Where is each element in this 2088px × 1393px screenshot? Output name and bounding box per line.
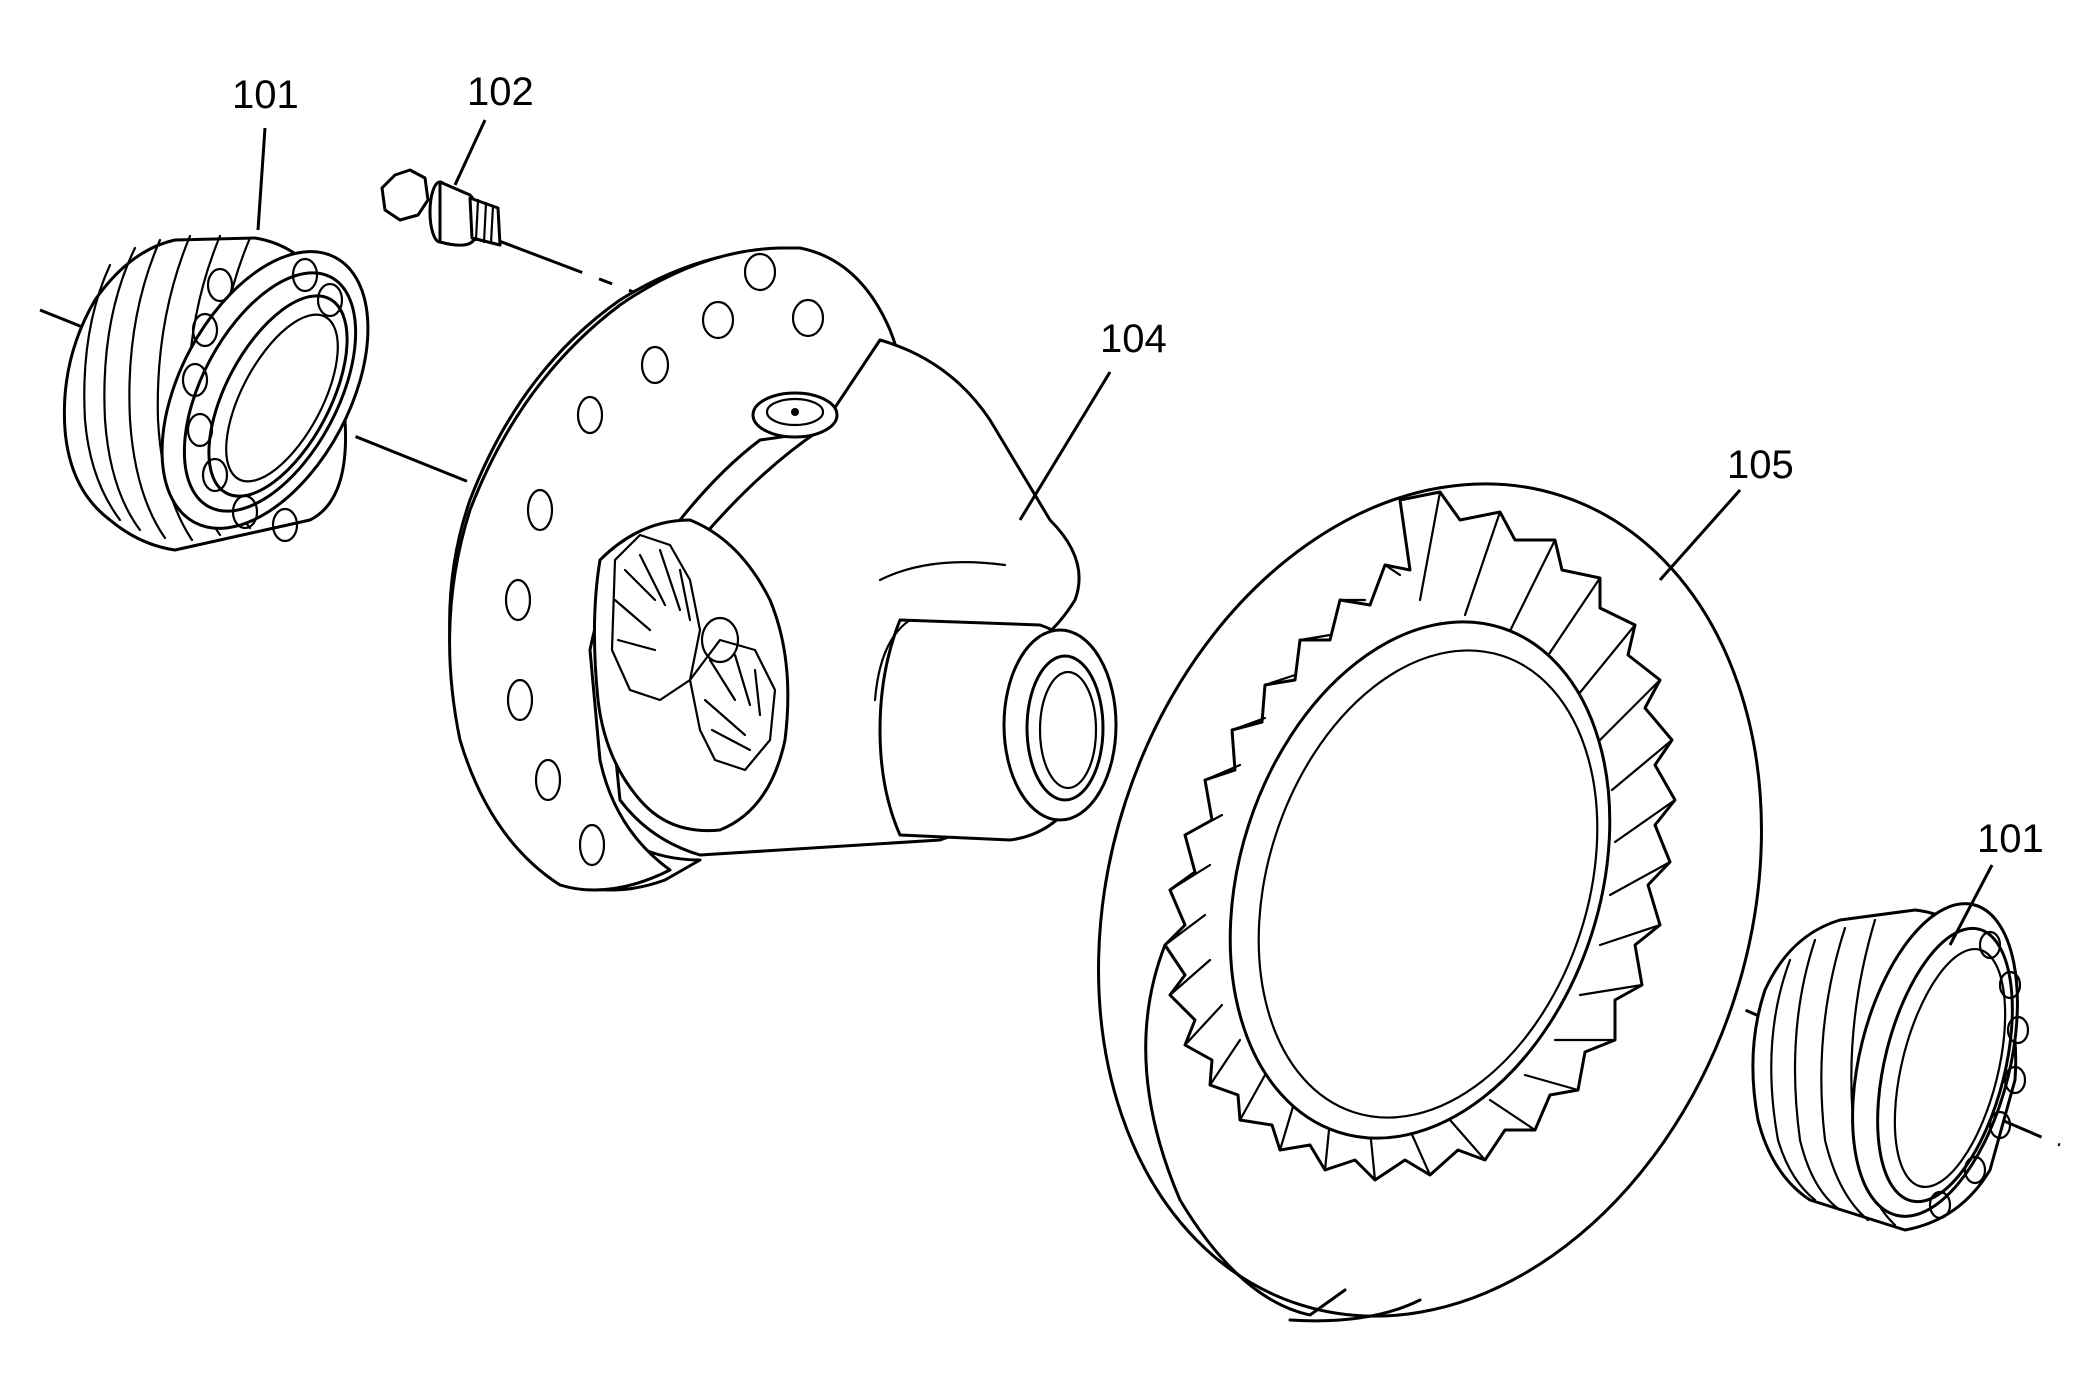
right-tapered-roller-bearing — [1751, 902, 2030, 1232]
callout-101-right: 101 — [1977, 817, 2044, 861]
differential-case — [448, 246, 1118, 892]
ring-gear — [1097, 482, 1763, 1323]
callout-104: 104 — [1100, 317, 1167, 361]
callout-102: 102 — [467, 70, 534, 114]
left-tapered-roller-bearing — [62, 234, 370, 552]
ring-gear-bolt — [380, 168, 502, 247]
callout-101-left: 101 — [232, 73, 299, 117]
callout-105: 105 — [1727, 443, 1794, 487]
leader-lines — [256, 119, 1994, 946]
